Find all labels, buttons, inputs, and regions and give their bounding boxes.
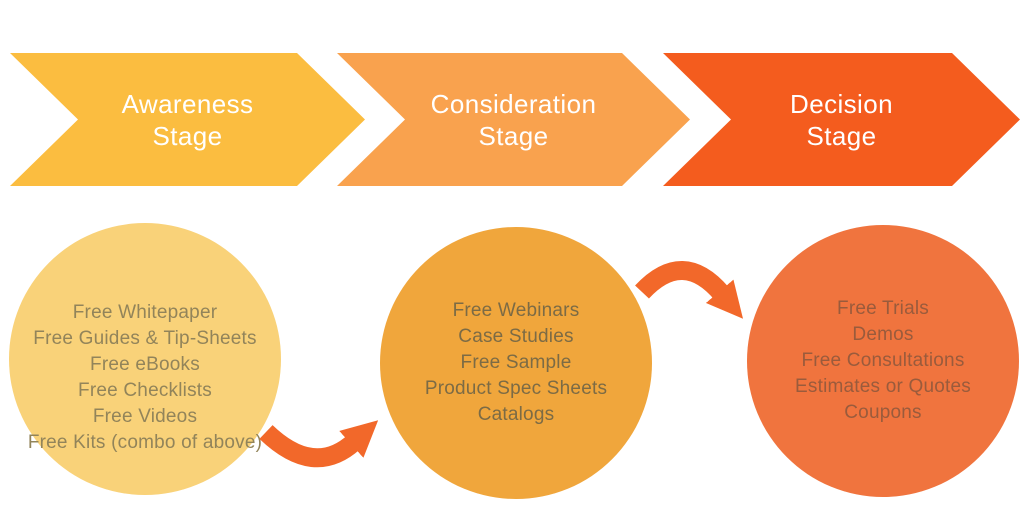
circle-consideration-offers: Free Webinars Case Studies Free Sample P… xyxy=(380,227,652,499)
list-item: Free Guides & Tip-Sheets xyxy=(33,328,257,349)
circle-decision-offers: Free Trials Demos Free Consultations Est… xyxy=(747,225,1019,497)
banner-decision-stage: Decision Stage xyxy=(663,53,1020,186)
arrow-curve xyxy=(635,261,744,319)
banner-label-line: Stage xyxy=(806,120,877,151)
curved-arrow-consideration-to-decision xyxy=(635,261,744,319)
banner-label-line: Stage xyxy=(152,120,223,151)
banner-label-line: Awareness xyxy=(121,88,254,119)
arrow-curve xyxy=(259,420,379,468)
banner-label-line: Decision xyxy=(790,88,893,119)
list-item: Free Consultations xyxy=(801,350,965,371)
list-item: Free Kits (combo of above) xyxy=(27,432,263,453)
banner-consideration-stage: Consideration Stage xyxy=(337,53,690,186)
list-item: Free Webinars xyxy=(452,300,580,321)
list-item: Free Trials xyxy=(837,298,929,319)
circle-awareness-offers: Free Whitepaper Free Guides & Tip-Sheets… xyxy=(9,223,281,495)
banner-awareness-stage: Awareness Stage xyxy=(10,53,365,186)
banner-label-line: Consideration xyxy=(430,88,597,119)
list-item: Coupons xyxy=(844,402,922,423)
list-item: Estimates or Quotes xyxy=(795,376,971,397)
banner-label-line: Stage xyxy=(478,120,549,151)
list-item: Case Studies xyxy=(458,326,574,347)
awareness-offer-list: Free Whitepaper Free Guides & Tip-Sheets… xyxy=(25,262,265,456)
list-item: Catalogs xyxy=(477,404,555,425)
list-item: Demos xyxy=(852,324,914,345)
list-item: Product Spec Sheets xyxy=(424,378,608,399)
list-item: Free Whitepaper xyxy=(72,302,218,323)
banner-awareness-label: Awareness Stage xyxy=(122,88,254,152)
list-item: Free Checklists xyxy=(78,380,212,401)
curved-arrow-awareness-to-consideration xyxy=(259,420,379,468)
list-item: Free eBooks xyxy=(90,354,200,375)
list-item: Free Videos xyxy=(92,406,198,427)
list-item: Free Sample xyxy=(460,352,572,373)
banner-decision-label: Decision Stage xyxy=(790,88,893,152)
banner-consideration-label: Consideration Stage xyxy=(431,88,597,152)
decision-offer-list: Free Trials Demos Free Consultations Est… xyxy=(758,296,1008,426)
consideration-offer-list: Free Webinars Case Studies Free Sample P… xyxy=(391,298,641,428)
